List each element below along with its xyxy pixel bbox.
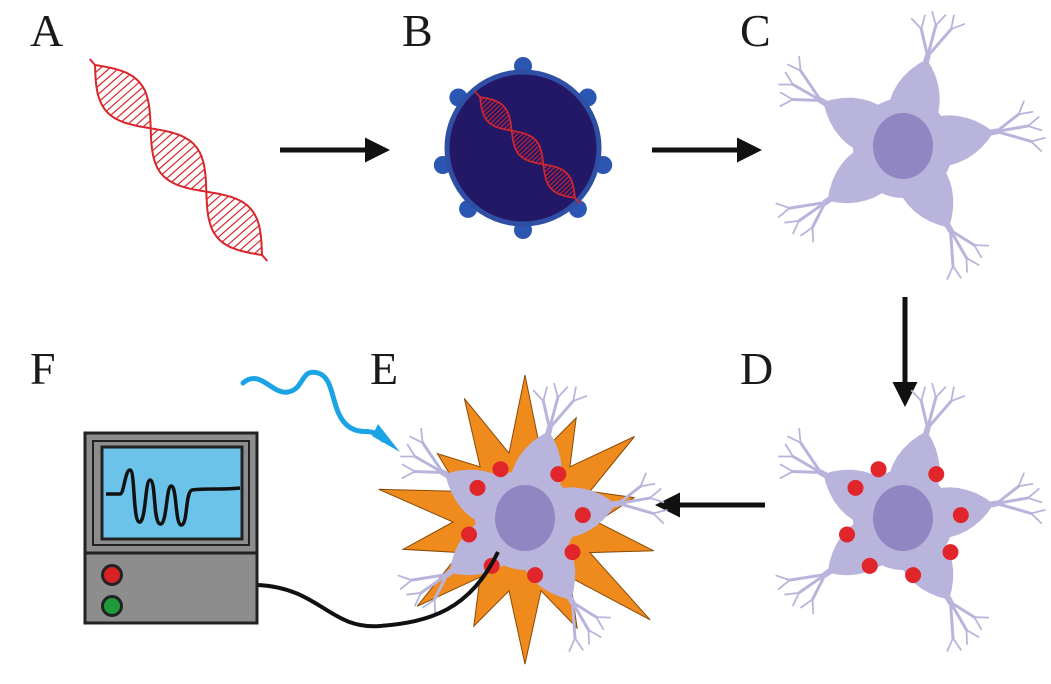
signal-trace <box>106 468 241 527</box>
virus-dna-icon <box>473 90 582 205</box>
panel-label-b: B <box>402 5 433 56</box>
panel-label-a: A <box>30 5 63 56</box>
neuron-with-receptors-icon <box>775 382 1046 652</box>
neuron-icon <box>775 10 1046 280</box>
panel-label-e: E <box>370 343 398 394</box>
panel-label-f: F <box>30 343 56 394</box>
activated-neuron-icon <box>378 374 668 665</box>
panel-label-c: C <box>740 5 771 56</box>
panel-label-d: D <box>740 343 773 394</box>
virus-particle-icon <box>433 57 613 239</box>
recording-monitor-icon <box>83 431 500 629</box>
green-button-icon <box>101 595 123 617</box>
dna-helix-icon <box>88 58 269 262</box>
monitor-screen <box>100 445 244 541</box>
red-button-icon <box>101 564 123 586</box>
electrode-cable <box>257 551 500 629</box>
light-wave-icon <box>240 369 400 452</box>
